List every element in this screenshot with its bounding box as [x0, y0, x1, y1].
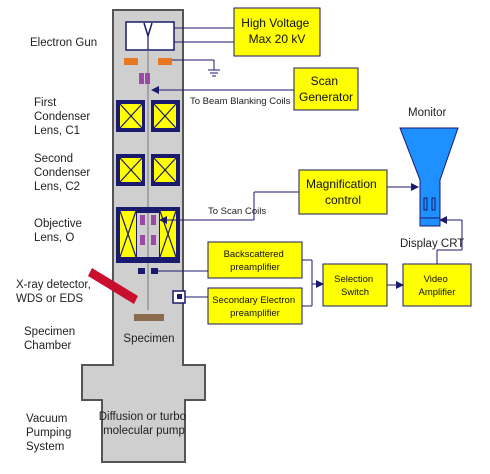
label-second-condenser: Second Condenser Lens, C2: [34, 153, 93, 193]
monitor-label: Monitor: [408, 107, 447, 119]
high-voltage-box: [233, 7, 321, 57]
specimen-stage: [134, 314, 164, 321]
selection-switch-box: [322, 263, 388, 307]
objective-lens: [116, 207, 180, 263]
scan-coils-annotation: To Scan Coils: [208, 206, 266, 217]
backscattered-label: Backscattered preamplifier: [224, 249, 287, 273]
label-vacuum-system: Vacuum Pumping System: [26, 413, 75, 453]
magnification-control-box: [298, 169, 388, 215]
label-electron-gun: Electron Gun: [30, 37, 97, 49]
label-objective-lens: Objective Lens, O: [34, 218, 85, 244]
label-specimen: Specimen: [123, 333, 174, 345]
beam-blanking-coils: [139, 73, 150, 84]
backscatter-detector: [138, 268, 158, 274]
scan-generator-box: [293, 67, 359, 111]
video-amplifier-box: [402, 263, 472, 307]
secondary-electron-detector: [172, 290, 186, 304]
selection-switch-label: Selection Switch: [334, 274, 376, 298]
condenser-lens-c2: [116, 154, 180, 186]
anode-aperture: [124, 58, 172, 65]
video-amplifier-label: Video Amplifier: [419, 274, 456, 298]
secondary-preamplifier-box: [207, 287, 303, 325]
label-xray-detector: X-ray detector, WDS or EDS: [16, 279, 94, 305]
monitor-crt: [399, 127, 459, 227]
secondary-label: Secondary Electron preamplifier: [212, 295, 298, 319]
beam-blanking-annotation: To Beam Blanking Coils: [190, 96, 291, 107]
high-voltage-label: High Voltage Max 20 kV: [241, 16, 312, 46]
label-first-condenser: First Condenser Lens, C1: [34, 97, 93, 137]
wiring: [151, 27, 463, 307]
label-specimen-chamber: Specimen Chamber: [24, 326, 78, 352]
magnification-label: Magnification control: [306, 177, 380, 207]
display-crt-label: Display CRT: [400, 238, 464, 250]
condenser-lens-c1: [116, 100, 180, 132]
label-pump: Diffusion or turbo molecular pump: [99, 411, 190, 437]
electron-gun: [125, 21, 175, 51]
xray-detector: [88, 268, 138, 304]
scan-generator-label: Scan Generator: [299, 74, 353, 104]
